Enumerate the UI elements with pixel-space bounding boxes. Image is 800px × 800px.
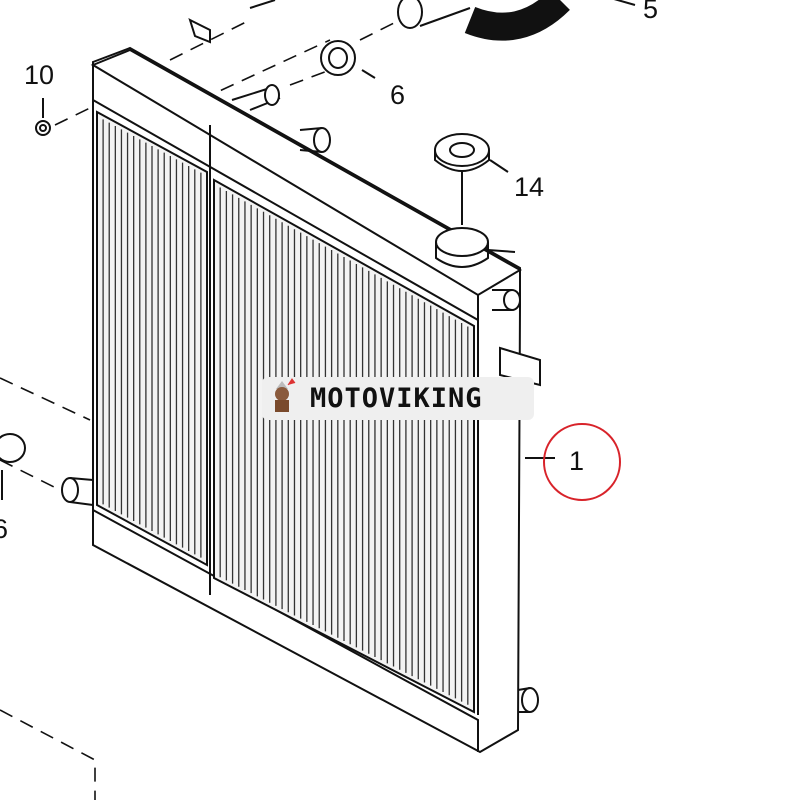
watermark-brand: MOTOVIKING <box>310 383 483 414</box>
top-tank <box>90 48 522 297</box>
highlight-circle <box>543 423 621 501</box>
callout-5: 5 <box>643 0 659 24</box>
watermark: MOTOVIKING <box>262 377 534 420</box>
callout-6-left: 6 <box>0 514 9 544</box>
viking-mascot-icon <box>275 378 296 412</box>
callout-10: 10 <box>24 60 55 90</box>
radiator-cap <box>434 133 490 167</box>
callout-1: 1 <box>569 446 585 476</box>
leader-lines <box>0 19 401 800</box>
callout-14: 14 <box>514 172 545 202</box>
callout-6: 6 <box>390 80 406 110</box>
